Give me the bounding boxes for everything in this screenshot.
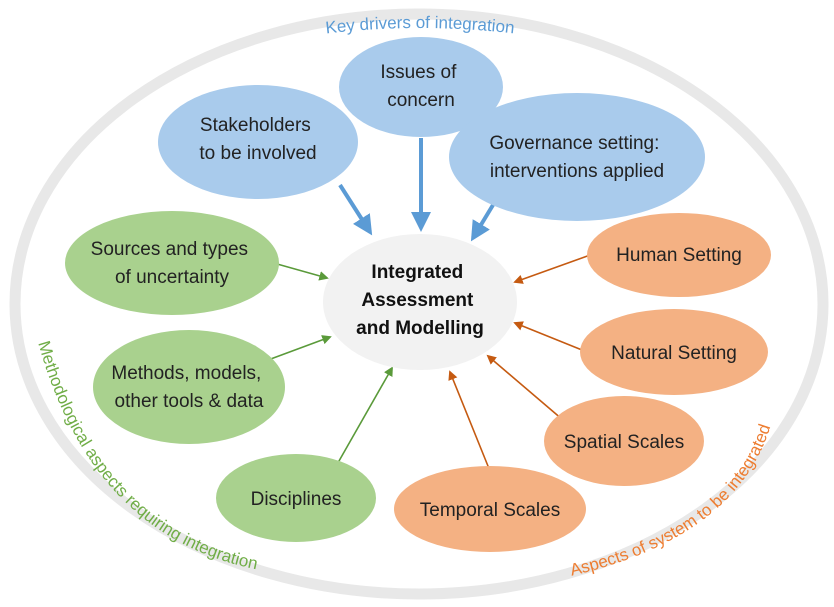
outer-ring <box>9 8 829 600</box>
svg-text:Issues of concern: Issues of concern <box>380 62 461 111</box>
node-spatial-scales: Spatial Scales <box>544 396 704 486</box>
node-temporal-scales: Temporal Scales <box>394 466 586 552</box>
svg-text:Methods, models, other t: Methods, models, other tools & data <box>111 363 266 412</box>
arrow-governance <box>470 198 498 242</box>
arrow-stakeholders <box>338 183 373 236</box>
arrow-human <box>513 253 594 284</box>
node-sources-of-uncertainty: Sources and types of uncertainty <box>65 211 279 315</box>
svg-text:Stakeholders to be invol: Stakeholders to be involved <box>199 115 316 164</box>
center-label: Integrated Assessment and Modelling <box>356 262 484 339</box>
svg-text:Governance setting: inte: Governance setting: interventions applie… <box>489 133 664 182</box>
arrow-spatial <box>486 354 564 421</box>
node-governance-setting: Governance setting: interventions applie… <box>449 93 705 221</box>
node-methods-models: Methods, models, other tools & data <box>93 330 285 444</box>
arrow-disciplines <box>334 366 393 469</box>
node-stakeholders: Stakeholders to be involved <box>158 85 358 199</box>
arrows <box>267 138 594 477</box>
node-natural-setting: Natural Setting <box>580 309 768 395</box>
node-human-setting: Human Setting <box>587 213 771 297</box>
svg-text:Disciplines: Disciplines <box>251 489 342 510</box>
svg-text:Spatial Scales: Spatial Scales <box>564 432 684 453</box>
node-disciplines: Disciplines <box>216 454 376 542</box>
arrow-uncertainty <box>269 261 329 281</box>
arrow-methods <box>267 335 332 361</box>
svg-text:Natural Setting: Natural Setting <box>611 343 737 364</box>
arrow-temporal <box>448 370 493 477</box>
svg-text:Temporal Scales: Temporal Scales <box>420 500 560 521</box>
center-node <box>323 234 517 370</box>
ring-label-key-drivers: Key drivers of integration <box>324 13 515 37</box>
arrow-natural <box>513 321 583 351</box>
node-issues-of-concern: Issues of concern <box>339 37 503 137</box>
svg-text:Sources and types of unc: Sources and types of uncertainty <box>91 239 254 288</box>
svg-text:Human Setting: Human Setting <box>616 245 742 266</box>
